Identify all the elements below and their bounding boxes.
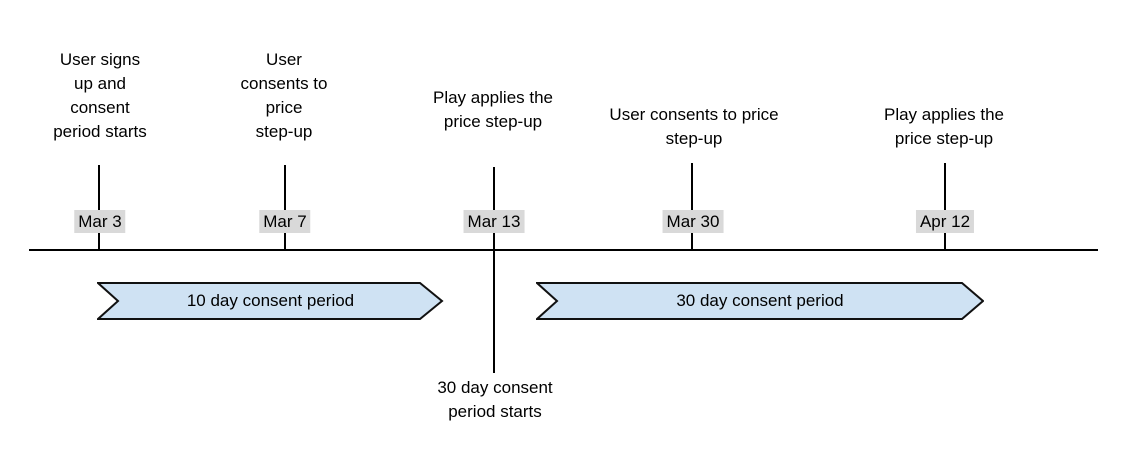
timeline-axis bbox=[29, 249, 1098, 251]
event-tick bbox=[284, 165, 286, 250]
event-label: Play applies the price step-up bbox=[883, 105, 1005, 148]
period-banner-30day-label: 30 day consent period bbox=[676, 291, 844, 310]
event-date-chip: Apr 12 bbox=[915, 210, 975, 233]
below-axis-note: 30 day consent period starts bbox=[437, 378, 553, 421]
event-tick bbox=[493, 167, 495, 373]
period-banner-30day-shape bbox=[536, 282, 984, 320]
event-tick bbox=[944, 163, 946, 250]
event-date-chip: Mar 7 bbox=[259, 210, 311, 233]
event-tick bbox=[691, 163, 693, 250]
period-banner-10day-shape bbox=[97, 282, 444, 320]
event-date-chip: Mar 3 bbox=[74, 210, 126, 233]
event-label: Play applies the price step-up bbox=[432, 88, 554, 131]
period-banner-10day-label: 10 day consent period bbox=[186, 291, 355, 310]
event-label: User consents to price step-up bbox=[240, 50, 328, 141]
event-label: User signs up and consent period starts bbox=[53, 50, 147, 141]
event-tick bbox=[98, 165, 100, 250]
event-date-chip: Mar 30 bbox=[662, 210, 724, 233]
event-date-chip: Mar 13 bbox=[463, 210, 525, 233]
event-label: User consents to price step-up bbox=[609, 105, 779, 148]
